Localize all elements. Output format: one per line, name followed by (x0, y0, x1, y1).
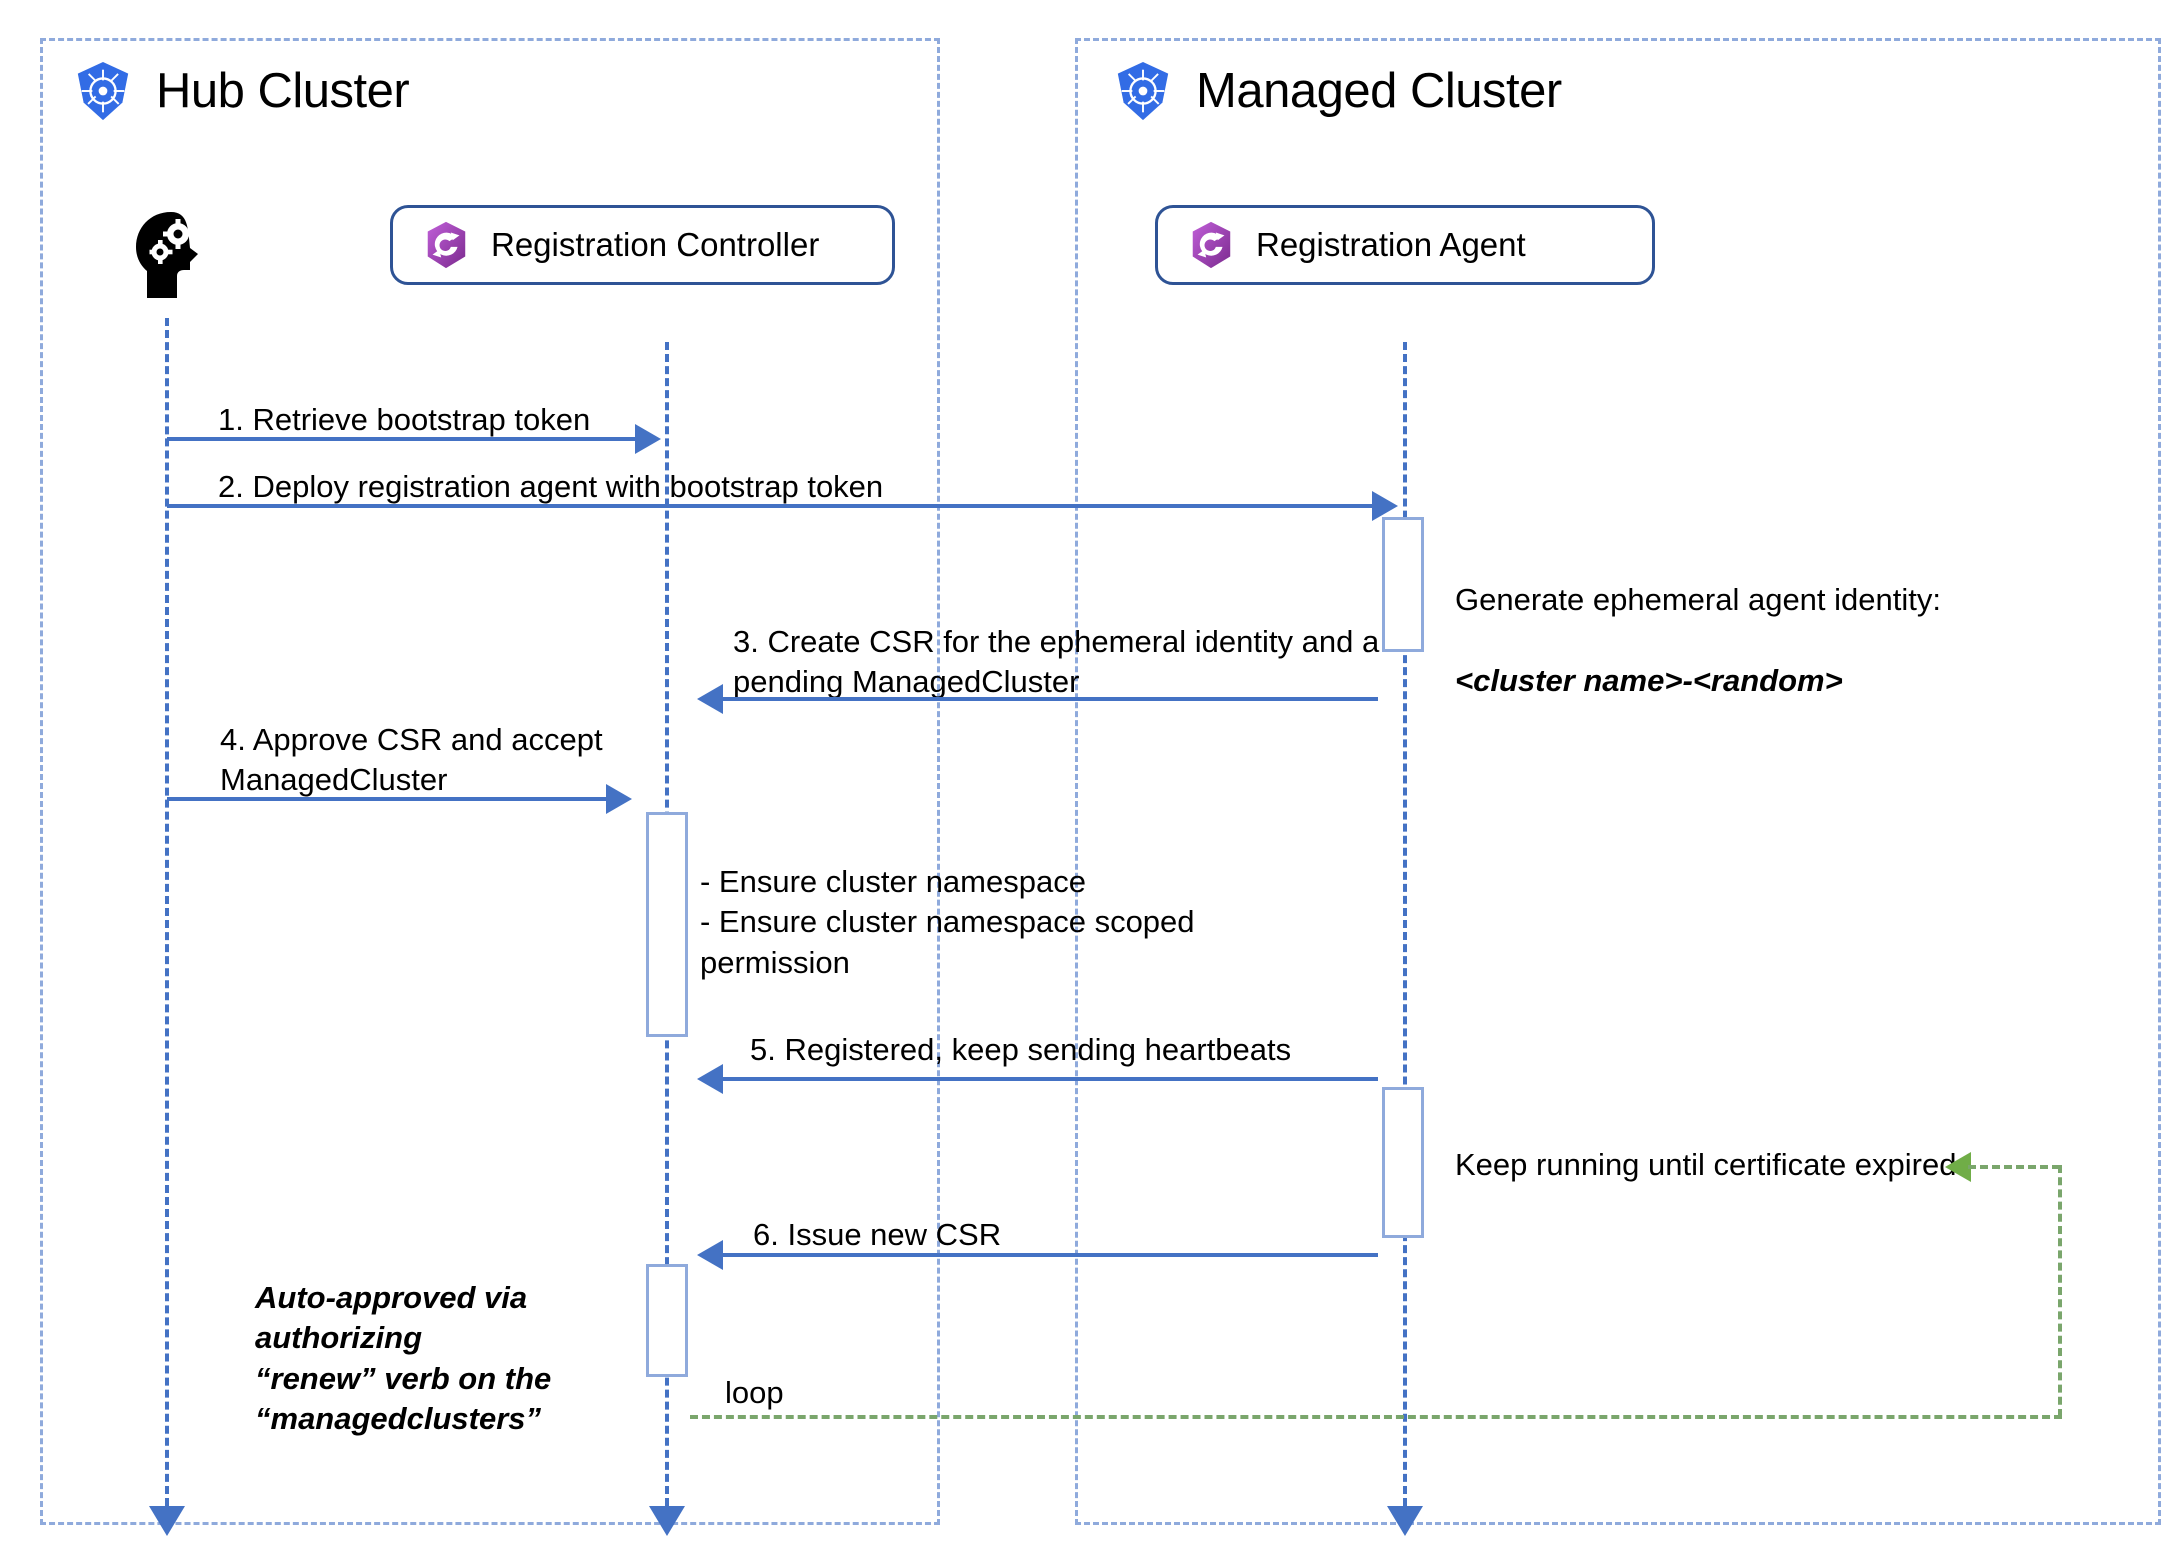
message-3-arrowhead (697, 684, 723, 714)
note-ensure-namespace: - Ensure cluster namespace - Ensure clus… (700, 864, 1195, 980)
lifeline-user (165, 318, 169, 1506)
hub-cluster-title: Hub Cluster (72, 60, 410, 122)
message-4-label: 4. Approve CSR and accept ManagedCluster (220, 722, 603, 797)
message-4-arrowhead (606, 784, 632, 814)
kubernetes-icon (77, 61, 129, 121)
lifeline-arrowhead (1387, 1506, 1423, 1536)
message-1-line (167, 437, 637, 441)
loop-right-segment (2058, 1165, 2062, 1417)
message-2-arrowhead (1372, 491, 1398, 521)
managed-cluster-label: Managed Cluster (1196, 64, 1562, 118)
participant-label: Registration Controller (491, 226, 820, 263)
managed-cluster-container (1075, 38, 2161, 1525)
ocm-icon (427, 221, 466, 269)
lifeline-arrowhead (649, 1506, 685, 1536)
message-2-line (167, 504, 1374, 508)
activation-controller-renew (646, 1264, 688, 1377)
managed-cluster-title: Managed Cluster (1112, 60, 1562, 122)
message-3-line (723, 697, 1378, 701)
message-6-line (723, 1253, 1378, 1257)
activation-agent-heartbeat (1382, 1087, 1424, 1238)
hub-cluster-label: Hub Cluster (156, 64, 410, 118)
message-1-arrowhead (635, 424, 661, 454)
message-4-line (167, 797, 608, 801)
loop-arrowhead (1945, 1152, 1971, 1182)
activation-agent-identity (1382, 517, 1424, 652)
note-auto-approved: Auto-approved via authorizing “renew” ve… (255, 1280, 552, 1436)
note-ephemeral-identity: Generate ephemeral agent identity: <clus… (1455, 540, 1975, 701)
participant-registration-controller[interactable]: Registration Controller (390, 205, 895, 285)
message-2-label: 2. Deploy registration agent with bootst… (218, 469, 884, 504)
message-5-label: 5. Registered, keep sending heartbeats (750, 1032, 1292, 1067)
message-5-line (723, 1077, 1378, 1081)
note-line-1: Generate ephemeral agent identity: (1455, 582, 1941, 618)
message-3-label: 3. Create CSR for the ephemeral identity… (733, 624, 1380, 699)
hub-cluster-container (40, 38, 940, 1525)
loop-top-segment (1968, 1165, 2060, 1169)
ocm-icon (1192, 221, 1231, 269)
note-line-2: <cluster name>-<random> (1455, 662, 1843, 698)
message-6-arrowhead (697, 1240, 723, 1270)
note-keep-running: Keep running until certificate expired (1455, 1147, 1957, 1182)
lifeline-registration-agent (1403, 342, 1407, 1506)
participant-label: Registration Agent (1256, 226, 1526, 263)
message-6-label: 6. Issue new CSR (753, 1217, 1002, 1252)
lifeline-arrowhead (149, 1506, 185, 1536)
participant-registration-agent[interactable]: Registration Agent (1155, 205, 1655, 285)
loop-bottom-segment (690, 1415, 2062, 1419)
kubernetes-icon (1117, 61, 1169, 121)
message-1-label: 1. Retrieve bootstrap token (218, 402, 591, 437)
loop-label: loop (725, 1375, 784, 1410)
activation-controller-namespace (646, 812, 688, 1037)
message-5-arrowhead (697, 1064, 723, 1094)
head-with-gears-icon (136, 212, 198, 298)
